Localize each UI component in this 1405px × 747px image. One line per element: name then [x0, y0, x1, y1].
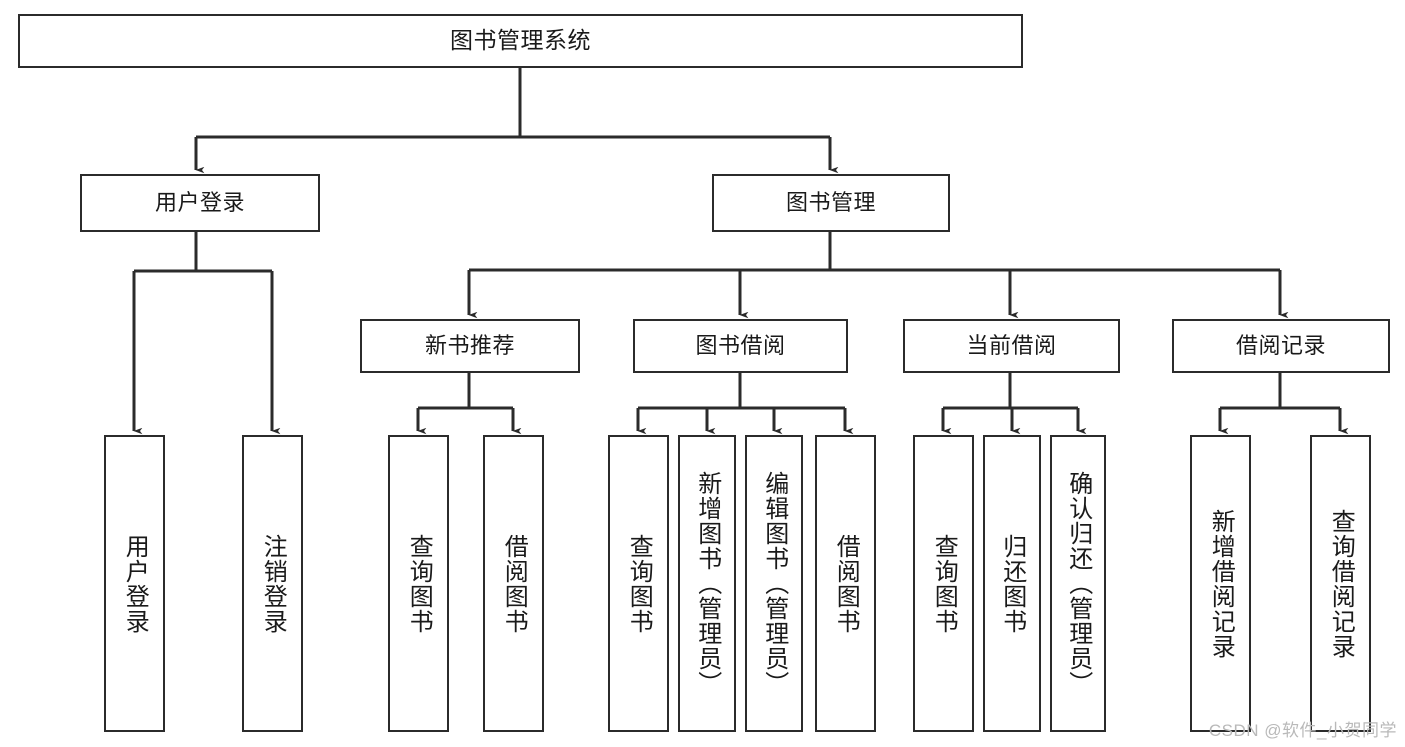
- node-leaf-query-book-borrow-label: 查询图书: [625, 533, 653, 634]
- node-leaf-confirm-return-admin-label: 确认归还（管理员）: [1064, 471, 1092, 696]
- node-root[interactable]: 图书管理系统: [18, 14, 1023, 68]
- node-leaf-query-borrow-record-label: 查询借阅记录: [1327, 508, 1355, 659]
- node-book-borrow[interactable]: 图书借阅: [633, 319, 848, 373]
- node-leaf-confirm-return-admin[interactable]: 确认归还（管理员）: [1050, 435, 1106, 732]
- node-leaf-edit-book-admin[interactable]: 编辑图书（管理员）: [745, 435, 803, 732]
- node-root-label: 图书管理系统: [450, 27, 591, 54]
- node-book-management-label: 图书管理: [785, 190, 876, 216]
- node-new-book-recommend[interactable]: 新书推荐: [360, 319, 580, 373]
- node-user-login-label: 用户登录: [154, 190, 245, 216]
- node-leaf-borrow-book-label: 借阅图书: [832, 533, 860, 634]
- node-leaf-user-login-label: 用户登录: [121, 533, 149, 634]
- node-borrow-record[interactable]: 借阅记录: [1172, 319, 1390, 373]
- node-leaf-add-book-admin-label: 新增图书（管理员）: [693, 471, 721, 696]
- node-leaf-add-borrow-record[interactable]: 新增借阅记录: [1190, 435, 1251, 732]
- node-book-borrow-label: 图书借阅: [695, 333, 786, 359]
- node-user-login[interactable]: 用户登录: [80, 174, 320, 232]
- node-leaf-logout[interactable]: 注销登录: [242, 435, 303, 732]
- node-borrow-record-label: 借阅记录: [1235, 333, 1326, 359]
- node-leaf-return-book-label: 归还图书: [998, 533, 1026, 634]
- node-leaf-borrow-book-recommend[interactable]: 借阅图书: [483, 435, 544, 732]
- node-leaf-logout-label: 注销登录: [259, 533, 287, 634]
- node-leaf-borrow-book-recommend-label: 借阅图书: [500, 533, 528, 634]
- node-leaf-borrow-book[interactable]: 借阅图书: [815, 435, 876, 732]
- node-leaf-query-borrow-record[interactable]: 查询借阅记录: [1310, 435, 1371, 732]
- node-leaf-add-borrow-record-label: 新增借阅记录: [1207, 508, 1235, 659]
- node-leaf-return-book[interactable]: 归还图书: [983, 435, 1041, 732]
- node-leaf-add-book-admin[interactable]: 新增图书（管理员）: [678, 435, 736, 732]
- node-book-management[interactable]: 图书管理: [712, 174, 950, 232]
- node-new-book-recommend-label: 新书推荐: [424, 333, 515, 359]
- node-leaf-user-login[interactable]: 用户登录: [104, 435, 165, 732]
- node-leaf-query-book-recommend-label: 查询图书: [405, 533, 433, 634]
- node-leaf-query-book-borrow[interactable]: 查询图书: [608, 435, 669, 732]
- node-leaf-edit-book-admin-label: 编辑图书（管理员）: [760, 471, 788, 696]
- node-current-borrow[interactable]: 当前借阅: [903, 319, 1120, 373]
- node-leaf-query-book-current-label: 查询图书: [930, 533, 958, 634]
- node-leaf-query-book-recommend[interactable]: 查询图书: [388, 435, 449, 732]
- watermark-text: CSDN @软件_小贺同学: [1208, 721, 1397, 740]
- node-current-borrow-label: 当前借阅: [966, 333, 1057, 359]
- node-leaf-query-book-current[interactable]: 查询图书: [913, 435, 974, 732]
